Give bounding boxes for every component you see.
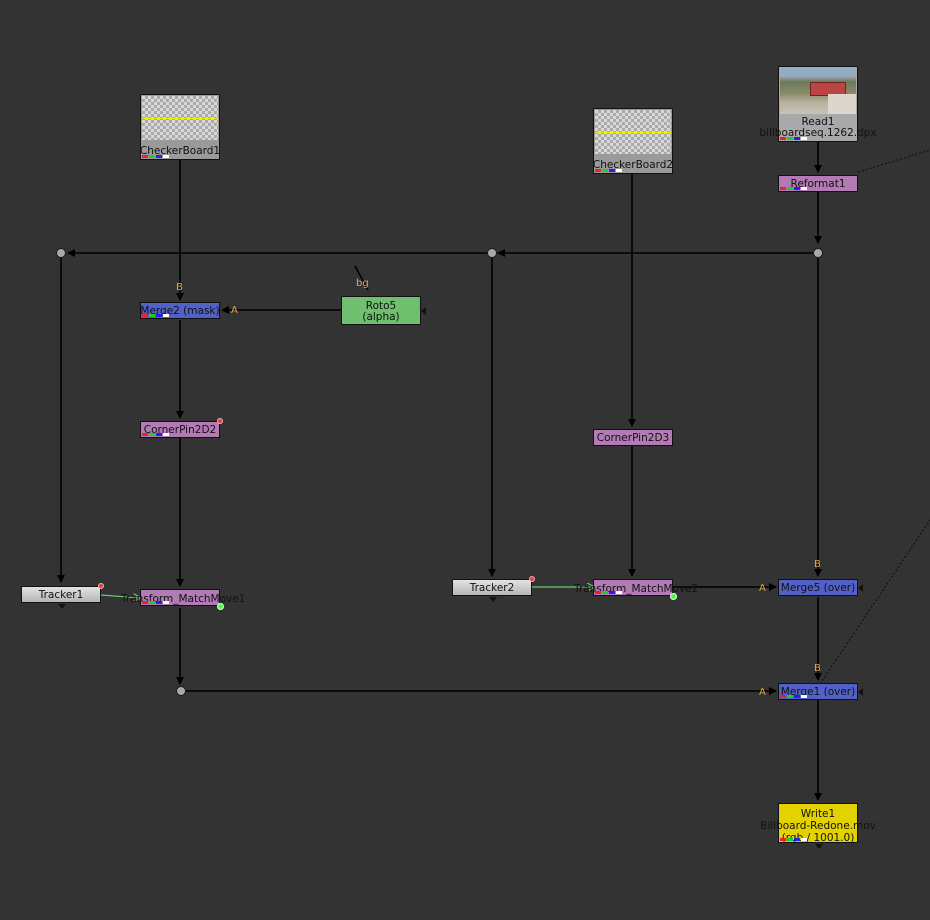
merge1-node[interactable]: Merge1 (over) <box>778 683 863 700</box>
checkerboard-thumbnail <box>142 96 218 140</box>
output-arrow <box>58 604 66 609</box>
node-sublabel-2: (rgb / 1001.0) <box>781 832 855 844</box>
clone-links <box>100 587 594 598</box>
animation-badge <box>217 418 223 424</box>
checkerboard-thumbnail <box>595 110 671 154</box>
node-label: Read1 <box>801 116 835 128</box>
node-label: CornerPin2D2 <box>143 424 217 436</box>
channel-indicators <box>142 155 174 158</box>
channel-indicators <box>595 591 627 594</box>
dot-node[interactable] <box>176 686 186 696</box>
node-label: Transform_MatchMove1 <box>121 593 246 605</box>
channel-indicators <box>780 187 812 190</box>
roto5-node[interactable]: Roto5 (alpha) <box>341 296 426 325</box>
node-label: Write1 <box>800 808 836 820</box>
node-label: Merge2 (mask) <box>140 305 220 317</box>
expression-links <box>819 149 930 685</box>
channel-indicators <box>780 838 812 841</box>
tracker2-node[interactable]: Tracker2 <box>452 576 535 602</box>
node-label: Tracker1 <box>38 589 84 601</box>
node-label: CheckerBoard1 <box>139 145 221 157</box>
mask-input-arrow <box>421 307 426 315</box>
input-label-b: B <box>176 282 183 293</box>
write1-node[interactable]: Write1 Billboard-Redone.mov (rgb / 1001.… <box>760 803 876 849</box>
reformat1-node[interactable]: Reformat1 <box>778 175 858 192</box>
merge2-node[interactable]: Merge2 (mask) <box>140 302 220 319</box>
channel-indicators <box>780 695 812 698</box>
cornerpin2d2-node[interactable]: CornerPin2D2 <box>140 418 223 438</box>
node-sublabel: billboardseq.1262.dpx <box>759 127 877 139</box>
clone-badge <box>670 593 677 600</box>
channel-indicators <box>142 601 174 604</box>
matchmove2-node[interactable]: Transform_MatchMove2 <box>574 579 698 600</box>
clone-badge <box>217 603 224 610</box>
input-label-b: B <box>814 559 821 570</box>
input-label-a: A <box>231 305 238 316</box>
matchmove1-node[interactable]: Transform_MatchMove1 <box>121 589 245 610</box>
checkerboard2-node[interactable]: CheckerBoard2 <box>593 108 673 174</box>
node-label: Reformat1 <box>790 178 846 190</box>
node-label: CheckerBoard2 <box>592 159 674 171</box>
channel-indicators <box>780 137 812 140</box>
node-label: CornerPin2D3 <box>596 432 670 444</box>
mask-input-arrow <box>858 688 863 696</box>
mask-input-arrow <box>858 584 863 592</box>
checkerboard1-node[interactable]: CheckerBoard1 <box>140 94 220 160</box>
input-label-a: A <box>759 687 766 698</box>
channel-indicators <box>142 433 174 436</box>
output-arrow <box>489 597 497 602</box>
animation-badge <box>98 583 104 589</box>
output-arrow <box>815 844 823 849</box>
node-label: Merge5 (over) <box>780 582 856 594</box>
dot-node[interactable] <box>487 248 497 258</box>
cornerpin2d3-node[interactable]: CornerPin2D3 <box>593 429 673 446</box>
channel-indicators <box>595 169 627 172</box>
input-label-b: B <box>814 663 821 674</box>
input-label-a: A <box>759 583 766 594</box>
node-label: Merge1 (over) <box>780 686 856 698</box>
node-sublabel: Billboard-Redone.mov <box>760 820 876 832</box>
tracker1-node[interactable]: Tracker1 <box>21 583 104 609</box>
connection-lines <box>57 142 822 801</box>
read1-node[interactable]: Read1 billboardseq.1262.dpx <box>759 66 877 142</box>
dot-node[interactable] <box>56 248 66 258</box>
node-label: Roto5 <box>365 300 397 312</box>
channel-indicators <box>142 314 174 317</box>
node-label: Tracker2 <box>469 582 515 594</box>
footage-thumbnail <box>780 68 856 114</box>
merge5-node[interactable]: Merge5 (over) <box>778 579 863 596</box>
dot-node[interactable] <box>813 248 823 258</box>
input-label-bg: bg <box>356 278 369 289</box>
node-sublabel: (alpha) <box>362 311 400 323</box>
animation-badge <box>529 576 535 582</box>
node-label: Transform_MatchMove2 <box>574 583 699 595</box>
